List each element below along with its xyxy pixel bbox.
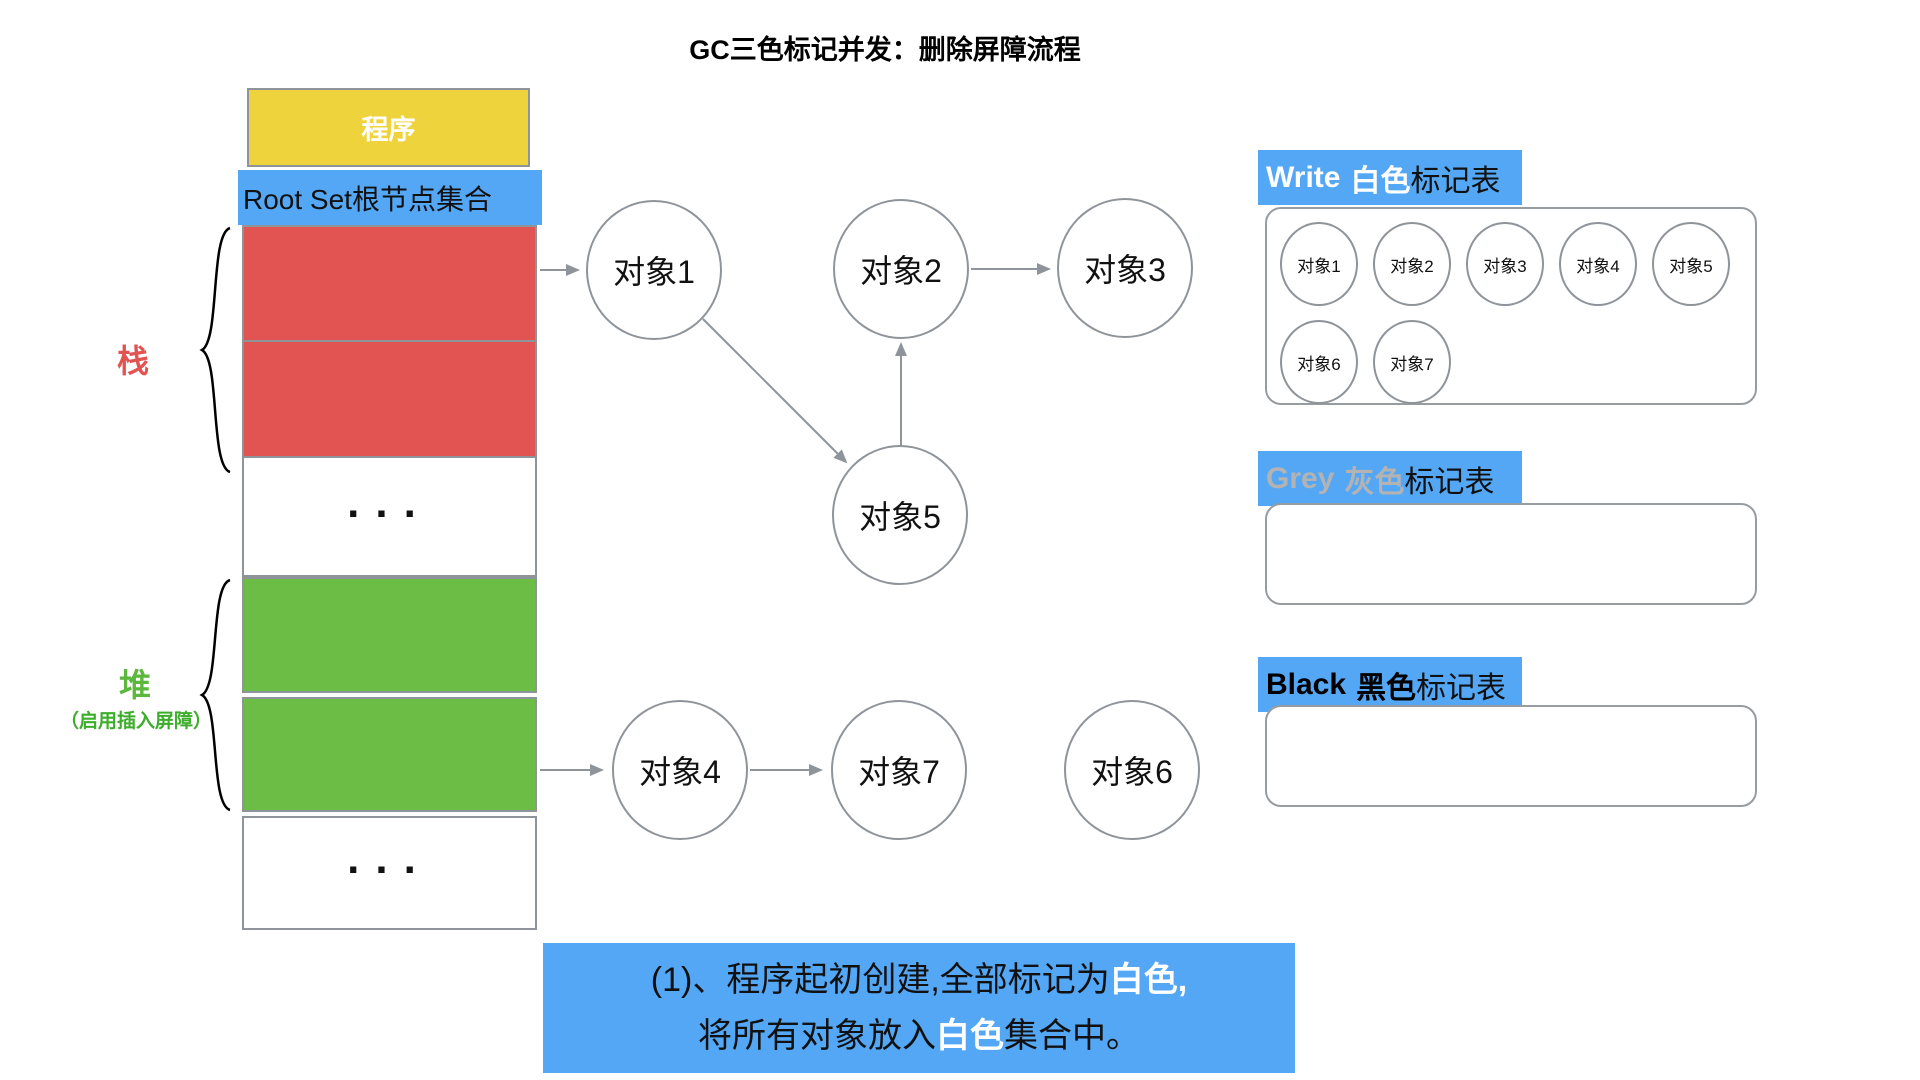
black-table-title-en: Black [1266, 667, 1347, 701]
caption-line-2: 将所有对象放入白色集合中。 [543, 1008, 1295, 1064]
caption-line2-text: 将所有对象放入 [698, 1017, 936, 1055]
ellipsis-dots: ... [347, 834, 432, 883]
white-table-title-cn: 白色 [1350, 164, 1411, 198]
caption-line2-highlight: 白色 [936, 1017, 1004, 1055]
stack-slot-1 [242, 225, 537, 342]
graph-node-obj4: 对象4 [612, 700, 748, 840]
caption-line1-highlight: 白色, [1109, 961, 1188, 999]
stack-slot-2 [242, 340, 537, 458]
white-item-obj4: 对象4 [1559, 222, 1637, 306]
white-table-title-en: Write [1266, 160, 1341, 194]
stack-ellipsis-slot: ... [242, 456, 537, 577]
heap-label: 堆 [118, 667, 151, 703]
rootset-box: Root Set根节点集合 [238, 170, 542, 225]
graph-node-obj1: 对象1 [586, 200, 722, 340]
graph-node-obj6: 对象6 [1064, 700, 1200, 840]
caption-line2-suffix: 集合中。 [1004, 1017, 1140, 1055]
grey-table-header: Grey 灰色 标记表 [1258, 451, 1522, 506]
diagram-title: GC三色标记并发：删除屏障流程 [689, 35, 1081, 65]
step-caption: (1)、程序起初创建,全部标记为白色, 将所有对象放入白色集合中。 [543, 943, 1295, 1073]
white-table-title-suffix: 标记表 [1410, 164, 1501, 198]
white-item-obj1: 对象1 [1280, 222, 1358, 306]
white-item-obj6: 对象6 [1280, 320, 1358, 404]
white-item-obj2: 对象2 [1373, 222, 1451, 306]
grey-table-box [1265, 503, 1757, 605]
graph-node-obj5: 对象5 [832, 445, 968, 585]
graph-node-obj3: 对象3 [1057, 198, 1193, 338]
heap-slot-1 [242, 577, 537, 693]
grey-table-title-en: Grey [1266, 461, 1335, 495]
ellipsis-dots: ... [347, 477, 432, 527]
white-table-header: Write 白色 标记表 [1258, 150, 1522, 205]
black-table-box [1265, 705, 1757, 807]
heap-slot-2 [242, 697, 537, 812]
graph-node-obj2: 对象2 [833, 199, 969, 339]
heap-brace [199, 578, 231, 812]
arrow-obj1-to-obj5 [702, 318, 848, 464]
program-box: 程序 [247, 88, 530, 167]
white-item-obj7: 对象7 [1373, 320, 1451, 404]
black-table-header: Black 黑色 标记表 [1258, 657, 1522, 712]
grey-table-title-suffix: 标记表 [1404, 465, 1495, 499]
black-table-title-suffix: 标记表 [1416, 671, 1507, 705]
graph-node-obj7: 对象7 [831, 700, 967, 840]
white-table-box: 对象1 对象2 对象3 对象4 对象5 对象6 对象7 [1265, 207, 1757, 405]
heap-barrier-note: （启用插入屏障） [59, 711, 212, 732]
stack-label: 栈 [116, 343, 149, 379]
white-item-obj3: 对象3 [1466, 222, 1544, 306]
stack-brace [199, 226, 231, 474]
heap-ellipsis-slot: ... [242, 816, 537, 930]
white-item-obj5: 对象5 [1652, 222, 1730, 306]
caption-line-1: (1)、程序起初创建,全部标记为白色, [543, 952, 1295, 1008]
grey-table-title-cn: 灰色 [1344, 465, 1405, 499]
black-table-title-cn: 黑色 [1356, 671, 1417, 705]
caption-line1-text: (1)、程序起初创建,全部标记为 [650, 961, 1110, 999]
